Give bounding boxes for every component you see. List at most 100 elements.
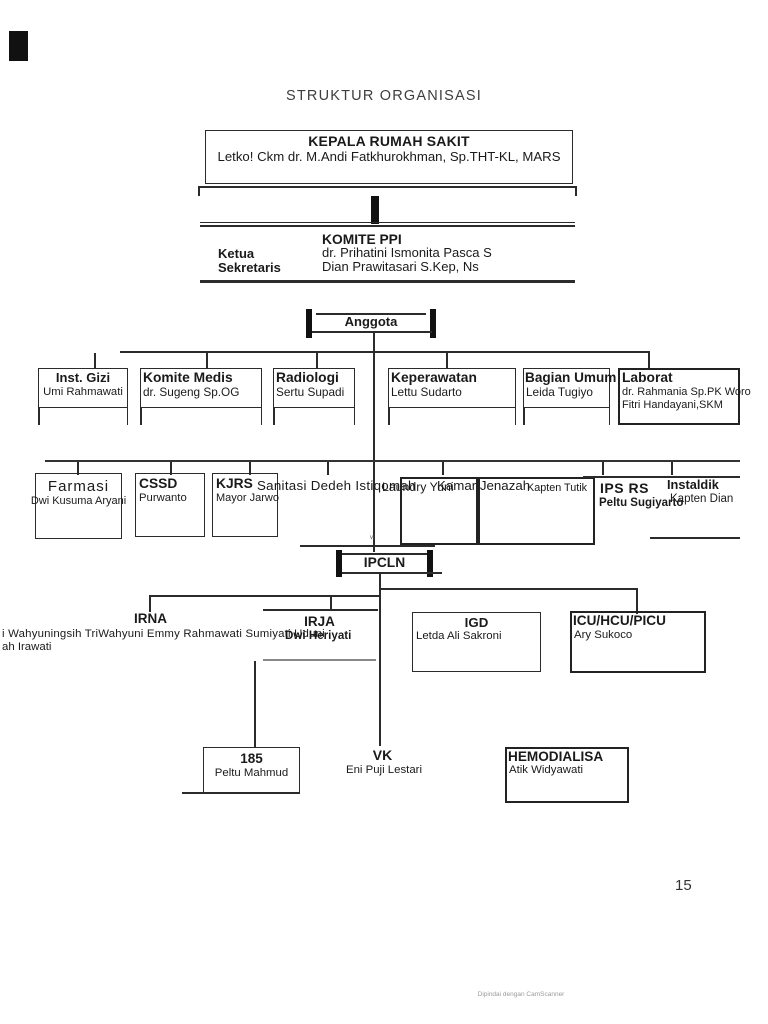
- sanitasi-label: Sanitasi Dedeh Istiqomah: [257, 478, 416, 493]
- row1-tick-gizi: [94, 353, 96, 368]
- laborat-box: [618, 368, 740, 425]
- ips-rs-top-line: [583, 476, 740, 478]
- anggota-bar-left: [306, 309, 312, 338]
- igd-name: Letda Ali Sakroni: [416, 630, 502, 642]
- irna-names-line1: i Wahyuningsih TriWahyuni Emmy Rahmawati…: [2, 628, 325, 640]
- laborat-name-line1: dr. Rahmania Sp.PK Woro: [622, 386, 751, 398]
- kepala-underline: [198, 186, 577, 188]
- ipcln-bar-right: [427, 550, 433, 577]
- irja-bottom-line: [263, 659, 376, 661]
- ips-rs-name: Peltu Sugiyarto: [599, 497, 684, 509]
- ipcln-top-outer-line: [300, 545, 435, 547]
- hemodialisa-name: Atik Widyawati: [509, 764, 584, 776]
- anggota-bottom-line: [312, 331, 432, 333]
- row1-stub: [140, 408, 142, 425]
- scan-artifact-vr: vr: [370, 535, 375, 541]
- farmasi-title: Farmasi: [47, 478, 110, 495]
- laundry-label: Laundry Yuni: [382, 480, 454, 494]
- kepala-underline-stub-left: [198, 186, 200, 196]
- komite-bottom-line: [200, 280, 575, 283]
- row2-tick-farmasi: [77, 462, 79, 475]
- kjrs-box: [212, 473, 278, 537]
- keperawatan-box: [388, 368, 516, 408]
- central-spine-lower: [379, 574, 381, 746]
- row3-tick-icu: [636, 588, 638, 614]
- anggota-label: Anggota: [344, 314, 398, 329]
- row3-tick-irna: [149, 595, 151, 612]
- camscanner-watermark: Dipindai dengan CamScanner: [477, 991, 565, 998]
- row1-stub: [38, 408, 40, 425]
- komite-top-line-2: [200, 225, 575, 228]
- anggota-bar-right: [430, 309, 436, 338]
- komite-top-line-1: [200, 222, 575, 224]
- unit-185-title: 185: [240, 751, 263, 766]
- komite-ketua-label: Ketua: [218, 246, 255, 261]
- row2-tick-sanitasi: [327, 462, 329, 475]
- radiologi-box: [273, 368, 355, 408]
- kjrs-title: KJRS: [216, 476, 253, 491]
- row1-stub: [260, 408, 263, 425]
- central-spine-upper: [373, 333, 375, 552]
- komite-sekretaris-name: Dian Prawitasari S.Kep, Ns: [322, 259, 479, 274]
- page-number: 15: [675, 877, 692, 894]
- unit-185-name: Peltu Mahmud: [214, 767, 289, 779]
- unit-185-box: [203, 747, 300, 794]
- bagian-umum-box: [523, 368, 610, 408]
- ipcln-label: IPCLN: [363, 555, 406, 570]
- irna-title: IRNA: [134, 611, 167, 626]
- cssd-name: Purwanto: [139, 492, 187, 504]
- komite-medis-name: dr. Sugeng Sp.OG: [143, 385, 240, 399]
- komite-ketua-name: dr. Prihatini Ismonita Pasca S: [322, 245, 492, 260]
- kepala-title: KEPALA RUMAH SAKIT: [308, 133, 470, 149]
- hemodialisa-title: HEMODIALISA: [508, 749, 604, 764]
- row1-stub: [514, 408, 517, 425]
- cssd-box: [135, 473, 205, 537]
- row2-tick-instaldik: [671, 462, 673, 475]
- laborat-name-line2: Fitri Handayani,SKM: [622, 399, 723, 411]
- inst-gizi-box: [38, 368, 128, 408]
- komite-title: KOMITE PPI: [322, 232, 402, 247]
- ipcln-bar-left: [336, 550, 342, 577]
- anggota-top-line: [316, 313, 426, 315]
- row3-branch-left: [150, 595, 381, 597]
- kepala-name: Letko! Ckm dr. M.Andi Fatkhurokhman, Sp.…: [217, 149, 561, 164]
- row1-tick-keperawatan: [446, 353, 448, 368]
- farmasi-name: Dwi Kusuma Aryani: [30, 495, 127, 507]
- cssd-title: CSSD: [139, 476, 178, 491]
- radiologi-title: Radiologi: [276, 370, 339, 385]
- row2-unlabeled-box-a: [400, 477, 478, 545]
- instaldik-title: Instaldik: [667, 477, 719, 492]
- bagian-umum-title: Bagian Umum: [525, 370, 617, 385]
- row1-tick-komite-medis: [206, 353, 208, 368]
- kapten-tutik-label: Kapten Tutik: [527, 482, 588, 494]
- row1-tick-radiologi: [316, 353, 318, 368]
- row2-tick-cssd: [170, 462, 172, 475]
- row2-tick-kjrs: [249, 462, 251, 475]
- keperawatan-name: Lettu Sudarto: [391, 385, 462, 399]
- kamar-jenazah-label: Kamar Jenazah: [437, 478, 531, 493]
- row1-stub: [353, 408, 356, 425]
- igd-title: IGD: [464, 615, 489, 630]
- laborat-title: Laborat: [622, 370, 673, 385]
- ipcln-bottom-line: [342, 572, 442, 574]
- kepala-rumah-sakit-box: [205, 130, 573, 184]
- komite-medis-title: Komite Medis: [143, 370, 233, 385]
- row3-branch-right: [381, 588, 638, 590]
- drop-line-185: [254, 661, 256, 748]
- igd-box: [412, 612, 541, 672]
- row1-stub: [388, 408, 390, 425]
- row2-unlabeled-box-b: [478, 477, 595, 545]
- icu-title: ICU/HCU/PICU: [573, 613, 666, 628]
- icu-hcu-picu-box: [570, 611, 706, 673]
- hemodialisa-box: [505, 747, 629, 803]
- irja-name: Dwi Heriyati: [285, 629, 352, 642]
- vk-name: Eni Puji Lestari: [346, 764, 422, 776]
- keperawatan-title: Keperawatan: [391, 370, 477, 385]
- instaldik-name: Kapten Dian: [670, 493, 734, 505]
- kepala-underline-stub-right: [575, 186, 577, 196]
- komite-sekretaris-label: Sekretaris: [218, 260, 281, 275]
- ipcln-top-line: [342, 553, 427, 555]
- unit-185-bottom-line: [182, 792, 300, 794]
- ips-rs-title: IPS RS: [600, 480, 649, 496]
- icu-name: Ary Sukoco: [574, 629, 633, 641]
